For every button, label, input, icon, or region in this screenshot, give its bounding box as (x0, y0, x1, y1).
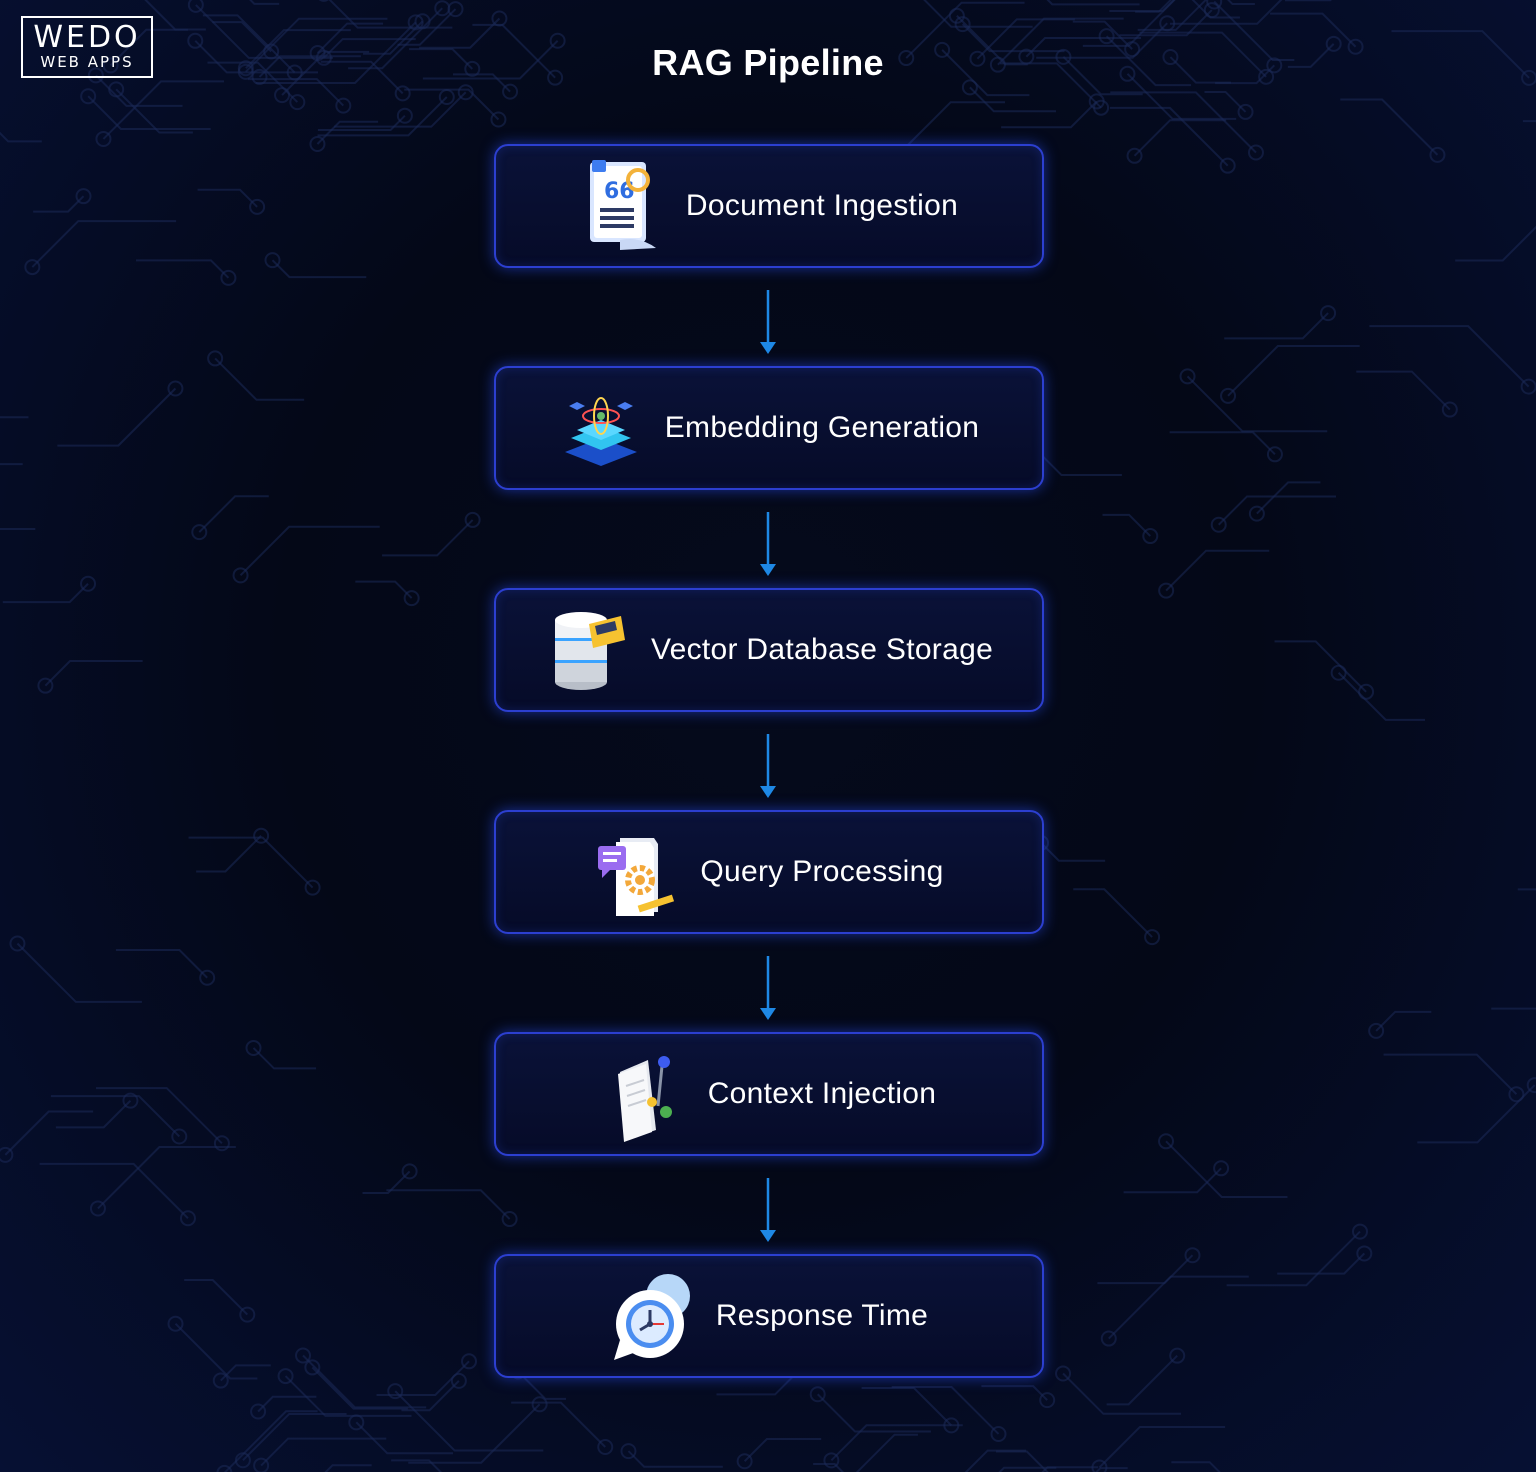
embedding-chip-icon (559, 380, 643, 476)
step-label: Response Time (715, 1299, 929, 1332)
step-document-ingestion: 66 Document Ingestion (494, 144, 1044, 268)
context-document-icon (602, 1046, 686, 1142)
arrow-down-icon (760, 1178, 776, 1242)
step-query-processing: Query Processing (494, 810, 1044, 934)
arrow-down-icon (760, 956, 776, 1020)
arrow-down-icon (760, 734, 776, 798)
step-label: Vector Database Storage (650, 633, 994, 666)
database-icon (545, 602, 629, 698)
step-label: Document Ingestion (685, 189, 959, 222)
logo-line-1: WEDO (33, 20, 141, 55)
step-label: Embedding Generation (664, 411, 980, 444)
step-response-time: Response Time (494, 1254, 1044, 1378)
step-label: Query Processing (700, 855, 944, 888)
logo-line-2: WEB APPS (40, 53, 134, 71)
clock-chat-icon (610, 1268, 694, 1364)
document-icon: 66 (580, 158, 664, 254)
arrow-down-icon (760, 512, 776, 576)
page-title: RAG Pipeline (652, 42, 884, 83)
step-vector-database-storage: Vector Database Storage (494, 588, 1044, 712)
step-context-injection: Context Injection (494, 1032, 1044, 1156)
step-embedding-generation: Embedding Generation (494, 366, 1044, 490)
step-label: Context Injection (707, 1077, 937, 1110)
arrow-down-icon (760, 290, 776, 354)
wedo-logo: WEDO WEB APPS (21, 16, 153, 78)
query-gear-icon (594, 824, 678, 920)
